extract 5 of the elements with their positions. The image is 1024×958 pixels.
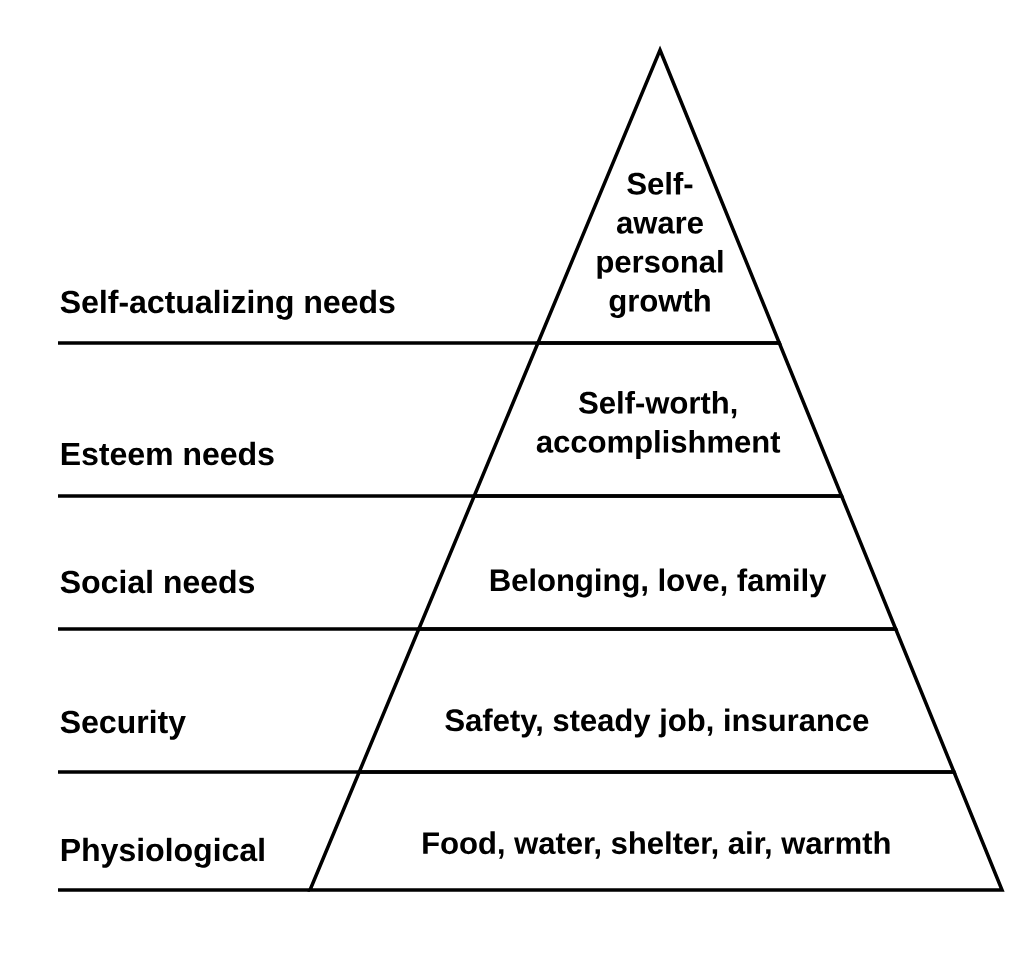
tier-label: Social needs bbox=[60, 569, 255, 594]
tier-label: Security bbox=[60, 709, 186, 740]
tier-label: Esteem needs bbox=[61, 441, 274, 466]
tier-label: Physiological bbox=[61, 837, 264, 868]
tier-label: Self-actualizing needs bbox=[60, 289, 395, 320]
